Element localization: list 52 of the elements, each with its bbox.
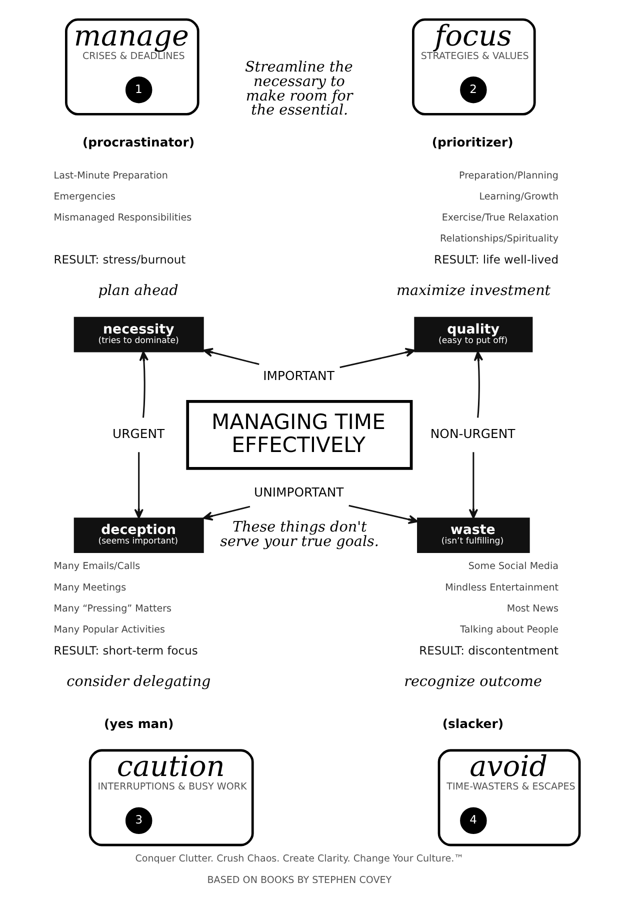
- label: Many Emails/Calls: [54, 561, 140, 572]
- label: Many Meetings: [54, 582, 126, 594]
- arrow: [468, 452, 478, 519]
- node-box: quality (easy to put off): [414, 316, 533, 352]
- arrow: [134, 452, 144, 519]
- label: maximize investment: [396, 282, 551, 299]
- node-text: IMPORTANT: [263, 368, 334, 383]
- label: RESULT: stress/burnout: [54, 252, 186, 266]
- label: Mismanaged Responsibilities: [54, 212, 192, 224]
- node-text: UNIMPORTANT: [254, 484, 344, 500]
- label: Emergencies: [54, 191, 116, 202]
- label: recognize outcome: [404, 674, 542, 690]
- label: Mindless Entertainment: [445, 582, 558, 594]
- label: Talking about People: [460, 624, 558, 636]
- label: RESULT: life well-lived: [434, 252, 558, 266]
- label: Relationships/Spirituality: [440, 233, 558, 244]
- node-circle: 2: [460, 76, 487, 104]
- label: Conquer Clutter. Crush Chaos. Create Clarity. Change Your Culture.™: [135, 854, 464, 865]
- label: RESULT: discontentment: [419, 643, 558, 658]
- label: Preparation/Planning: [459, 170, 558, 182]
- label: Learning/Growth: [479, 191, 558, 202]
- arrow: [474, 351, 484, 418]
- node-box: deception (seems important): [74, 518, 204, 553]
- node-circle: 1: [125, 76, 152, 104]
- label: Some Social Media: [468, 561, 558, 572]
- node-box: necessity (tries to dominate): [74, 316, 204, 352]
- label: Many Popular Activities: [54, 624, 165, 636]
- label: plan ahead: [98, 282, 178, 299]
- label: Exercise/True Relaxation: [442, 212, 558, 224]
- label: Last-Minute Preparation: [54, 170, 168, 182]
- arrow: [202, 506, 250, 521]
- label: RESULT: short-term focus: [54, 643, 198, 658]
- arrow: [340, 348, 416, 368]
- arrow: [139, 351, 149, 418]
- arrow: [202, 348, 260, 366]
- label: Many “Pressing” Matters: [54, 603, 172, 614]
- arrow: [348, 504, 418, 524]
- node-label: (prioritizer): [432, 134, 514, 150]
- node-label: (yes man): [104, 716, 174, 731]
- label: These things don't serve your true goals.: [220, 519, 379, 550]
- node-circle: 3: [125, 807, 152, 834]
- node-text: NON-URGENT: [430, 426, 516, 442]
- node-text: URGENT: [112, 426, 165, 442]
- label: Streamline the necessary to make room for the essential.: [244, 60, 353, 119]
- node-circle: 4: [460, 807, 487, 834]
- node-label: (slacker): [442, 716, 504, 731]
- node-box: MANAGING TIME EFFECTIVELY: [186, 400, 413, 470]
- node-box: waste (isn’t fulfilling): [417, 518, 530, 553]
- node-label: (procrastinator): [82, 134, 195, 150]
- label: consider delegating: [66, 674, 211, 690]
- label: Most News: [506, 603, 558, 614]
- label: BASED ON BOOKS BY STEPHEN COVEY: [207, 874, 392, 886]
